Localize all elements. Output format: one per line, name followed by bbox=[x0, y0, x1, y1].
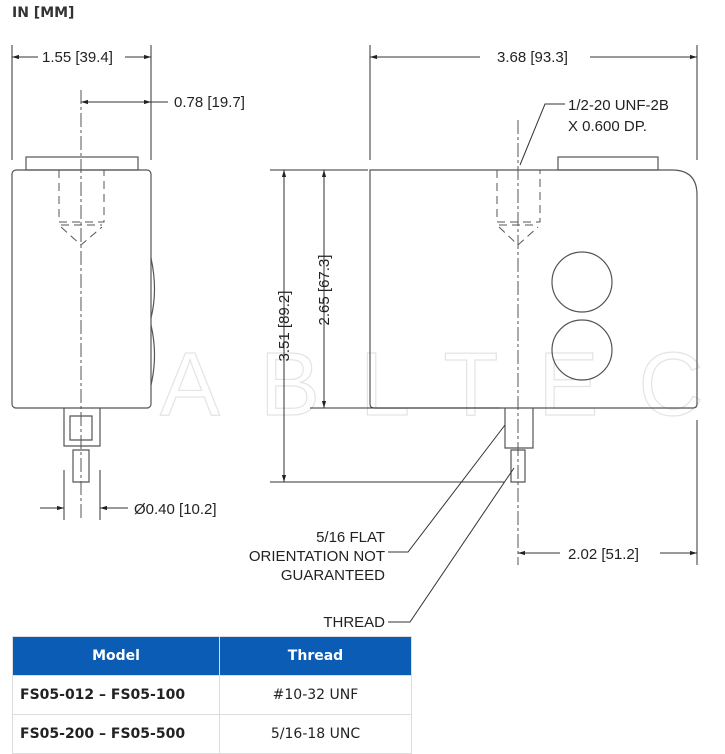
callout-flat-1: 5/16 FLAT bbox=[316, 529, 385, 546]
side-view bbox=[11, 45, 168, 520]
header-model: Model bbox=[12, 636, 220, 676]
cell-model: FS05-012 – FS05-100 bbox=[12, 675, 220, 715]
units-label: IN [MM] bbox=[12, 5, 75, 21]
thread-table: Model Thread FS05-012 – FS05-100 #10-32 … bbox=[12, 636, 412, 754]
dim-stem-diameter: Ø0.40 [10.2] bbox=[134, 501, 217, 518]
dim-stem-offset: 2.02 [51.2] bbox=[568, 546, 639, 563]
callout-flat-3: GUARANTEED bbox=[281, 567, 385, 584]
front-view bbox=[270, 45, 698, 623]
dim-body-height: 2.65 [67.3] bbox=[316, 255, 333, 326]
dim-half-width: 0.78 [19.7] bbox=[174, 94, 245, 111]
table-header-row: Model Thread bbox=[12, 636, 412, 676]
cell-thread: 5/16-18 UNC bbox=[219, 714, 412, 754]
header-thread: Thread bbox=[219, 636, 412, 676]
table-row: FS05-012 – FS05-100 #10-32 UNF bbox=[12, 675, 412, 715]
callout-thread: THREAD bbox=[323, 614, 385, 631]
table-row: FS05-200 – FS05-500 5/16-18 UNC bbox=[12, 714, 412, 754]
callout-top-thread-1: 1/2-20 UNF-2B bbox=[568, 97, 669, 114]
watermark: ABLTEC bbox=[160, 335, 725, 435]
cell-thread: #10-32 UNF bbox=[219, 675, 412, 715]
dim-overall-height: 3.51 [89.2] bbox=[276, 291, 293, 362]
callout-flat-2: ORIENTATION NOT bbox=[249, 548, 385, 565]
callout-top-thread-2: X 0.600 DP. bbox=[568, 118, 647, 135]
cell-model: FS05-200 – FS05-500 bbox=[12, 714, 220, 754]
dim-length-front: 3.68 [93.3] bbox=[497, 49, 568, 66]
dim-width-side: 1.55 [39.4] bbox=[42, 49, 113, 66]
